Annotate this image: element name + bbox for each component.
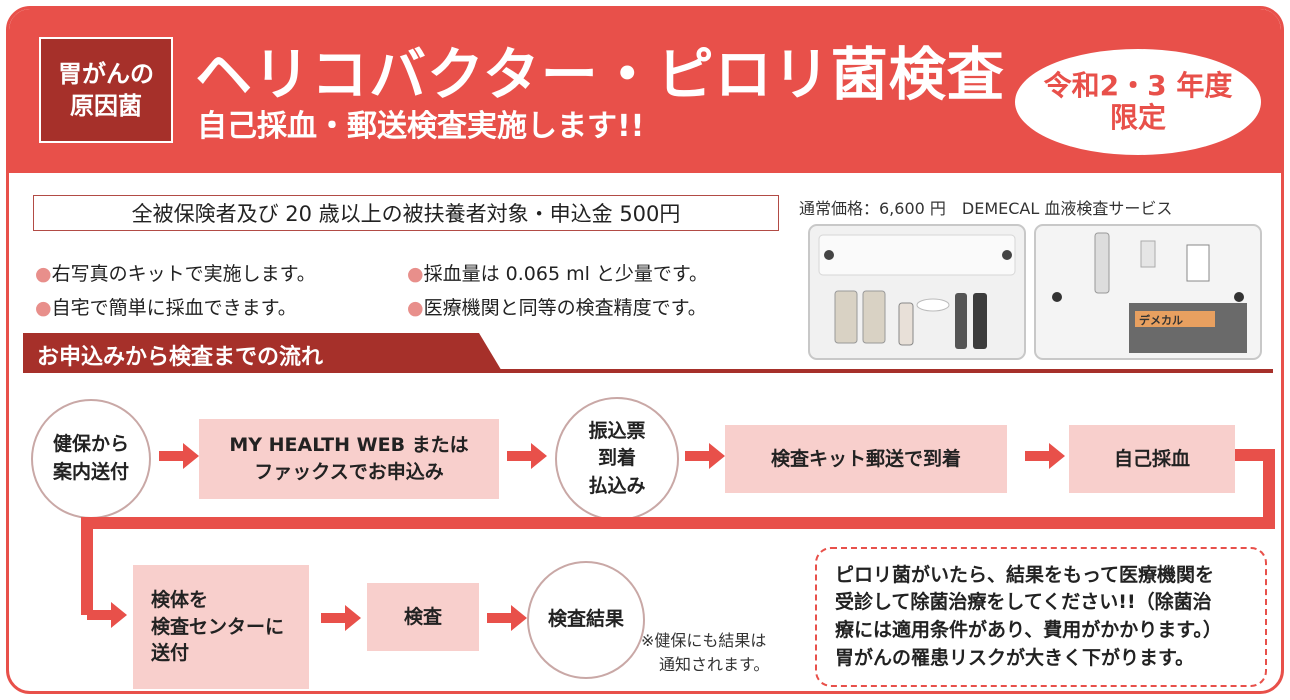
cause-line-2: 原因菌	[70, 92, 142, 120]
step-text: 健保から	[52, 433, 129, 456]
notice-line: 受診して除菌治療をしてください!!（除菌治	[835, 591, 1212, 614]
step-text: 検査結果	[547, 608, 624, 631]
flow-connector	[81, 517, 1275, 529]
step-payment: 振込票到着払込み	[555, 397, 679, 521]
arrow-right-icon	[321, 605, 361, 631]
poster-frame: 胃がんの 原因菌 ヘリコバクター・ピロリ菌検査 自己採血・郵送検査実施します!!…	[6, 6, 1284, 694]
bullet-icon: ●	[35, 297, 52, 319]
feature-item: ●採血量は 0.065 ml と少量です。	[407, 259, 708, 286]
step-self-blood-draw: 自己採血	[1069, 425, 1235, 493]
step-text: 振込票	[588, 419, 646, 442]
feature-text: 自宅で簡単に採血できます。	[51, 297, 297, 319]
step-notice-sent: 健保から案内送付	[31, 399, 151, 519]
badge-line-2: 限定	[1109, 101, 1166, 134]
feature-text: 右写真のキットで実施します。	[51, 263, 316, 285]
flow-connector	[1263, 449, 1275, 529]
step-text: 検査センターに	[151, 615, 285, 638]
feature-item: ●医療機関と同等の検査精度です。	[407, 293, 707, 320]
feature-text: 医療機関と同等の検査精度です。	[423, 297, 707, 319]
kit-price-caption: 通常価格：6,600 円 DEMECAL 血液検査サービス	[799, 199, 1173, 218]
kit-label: デメカル	[1139, 313, 1183, 327]
step-text: MY HEALTH WEB または	[229, 434, 469, 457]
note-line: ※健保にも結果は	[641, 631, 767, 650]
test-kit-photo: デメカル	[808, 224, 1262, 360]
cause-label: 胃がんの 原因菌	[39, 37, 173, 143]
badge-line-1: 令和2・3 年度	[1043, 68, 1233, 102]
step-text: 検査キット郵送で到着	[770, 447, 961, 470]
step-send-sample: 検体を検査センターに送付	[133, 565, 309, 689]
step-kit-arrives: 検査キット郵送で到着	[725, 425, 1007, 493]
step-text: 案内送付	[52, 461, 129, 483]
step-text: 自己採血	[1113, 447, 1190, 470]
feature-item: ●自宅で簡単に採血できます。	[35, 293, 297, 320]
arrow-right-icon	[685, 443, 725, 469]
step-text: 送付	[151, 642, 190, 665]
notice-line: 胃がんの罹患リスクが大きく下がります。	[835, 646, 1195, 669]
arrow-right-icon	[159, 443, 199, 469]
page-subtitle: 自己採血・郵送検査実施します!!	[197, 109, 645, 144]
step-text: 検体を	[151, 589, 209, 612]
feature-item: ●右写真のキットで実施します。	[35, 259, 316, 286]
step-examination: 検査	[367, 583, 479, 651]
step-text: 到着	[597, 447, 636, 470]
result-note: ※健保にも結果は 通知されます。	[641, 629, 769, 677]
flow-title-bar	[23, 333, 503, 373]
treatment-notice: ピロリ菌がいたら、結果をもって医療機関を 受診して除菌治療をしてください!!（除…	[815, 547, 1267, 687]
flow-connector	[81, 517, 93, 615]
limited-period-badge: 令和2・3 年度 限定	[1015, 49, 1261, 155]
notice-line: ピロリ菌がいたら、結果をもって医療機関を	[835, 563, 1215, 586]
flow-title: お申込みから検査までの流れ	[37, 345, 324, 370]
feature-text: 採血量は 0.065 ml と少量です。	[423, 263, 708, 285]
note-line: 通知されます。	[659, 655, 770, 674]
bullet-icon: ●	[407, 263, 424, 285]
bullet-icon: ●	[35, 263, 52, 285]
step-apply: MY HEALTH WEB またはファックスでお申込み	[199, 419, 499, 499]
step-text: 払込み	[588, 474, 646, 497]
arrow-right-icon	[507, 443, 547, 469]
flow-divider	[23, 369, 1273, 373]
arrow-right-icon	[487, 605, 527, 631]
notice-line: 療には適用条件があり、費用がかかります。）	[835, 619, 1222, 641]
header-banner: 胃がんの 原因菌 ヘリコバクター・ピロリ菌検査 自己採血・郵送検査実施します!!…	[9, 9, 1281, 173]
cause-line-1: 胃がんの	[58, 59, 154, 88]
eligibility-box: 全被保険者及び 20 歳以上の被扶養者対象・申込金 500円	[33, 195, 779, 231]
step-result: 検査結果	[527, 561, 645, 679]
step-text: ファックスでお申込み	[254, 461, 444, 483]
arrow-right-icon	[1025, 443, 1065, 469]
step-text: 検査	[403, 605, 442, 628]
page-title: ヘリコバクター・ピロリ菌検査	[195, 42, 1005, 108]
bullet-icon: ●	[407, 297, 424, 319]
arrow-right-icon	[87, 602, 127, 628]
